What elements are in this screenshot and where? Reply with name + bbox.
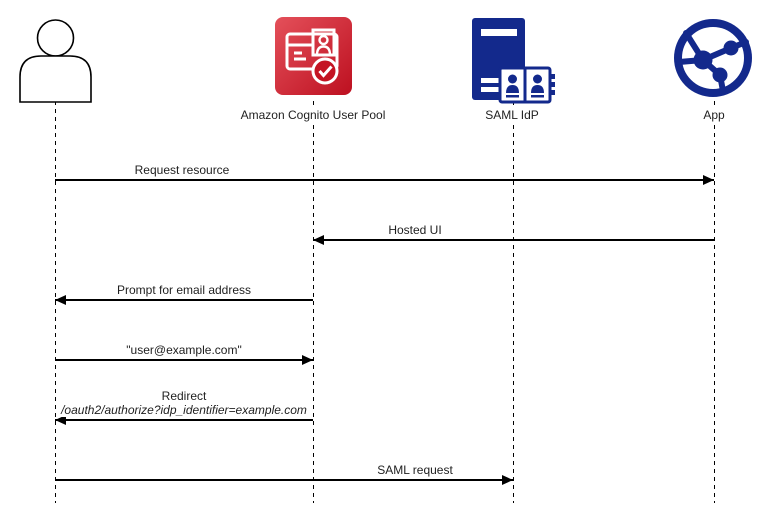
message-label-line2: /oauth2/authorize?idp_identifier=example… — [61, 403, 307, 417]
message-line — [55, 179, 714, 181]
saml-idp-server-icon — [472, 18, 555, 104]
actor-user — [18, 16, 93, 109]
lifeline-cognito — [312, 101, 314, 503]
arrowhead-icon — [703, 175, 714, 185]
message-label: Request resource — [133, 163, 231, 177]
actor-cognito — [275, 17, 352, 100]
message-line — [55, 359, 313, 361]
lifeline-app — [713, 101, 715, 503]
lifeline-saml-idp — [512, 101, 514, 503]
message-label: Prompt for email address — [115, 283, 253, 297]
actor-app — [673, 18, 753, 103]
arrowhead-icon — [55, 415, 66, 425]
message-line — [55, 479, 513, 481]
arrowhead-icon — [313, 235, 324, 245]
cognito-user-pool-icon — [275, 17, 352, 95]
message-label: SAML request — [376, 463, 454, 477]
message-label-line1: Redirect — [161, 389, 207, 403]
arrowhead-icon — [302, 355, 313, 365]
message-line — [55, 419, 313, 421]
arrowhead-icon — [502, 475, 513, 485]
actor-label-saml-idp: SAML IdP — [483, 108, 541, 122]
arrowhead-icon — [55, 295, 66, 305]
actor-label-cognito: Amazon Cognito User Pool — [238, 108, 388, 122]
person-icon — [19, 19, 92, 103]
message-label: Redirect /oauth2/authorize?idp_identifie… — [60, 389, 308, 417]
message-line — [55, 299, 313, 301]
message-label: "user@example.com" — [125, 343, 243, 357]
app-globe-icon — [674, 19, 752, 97]
message-line — [313, 239, 714, 241]
actor-saml-idp — [470, 18, 556, 109]
message-label: Hosted UI — [387, 223, 443, 237]
actor-label-app: App — [701, 108, 727, 122]
